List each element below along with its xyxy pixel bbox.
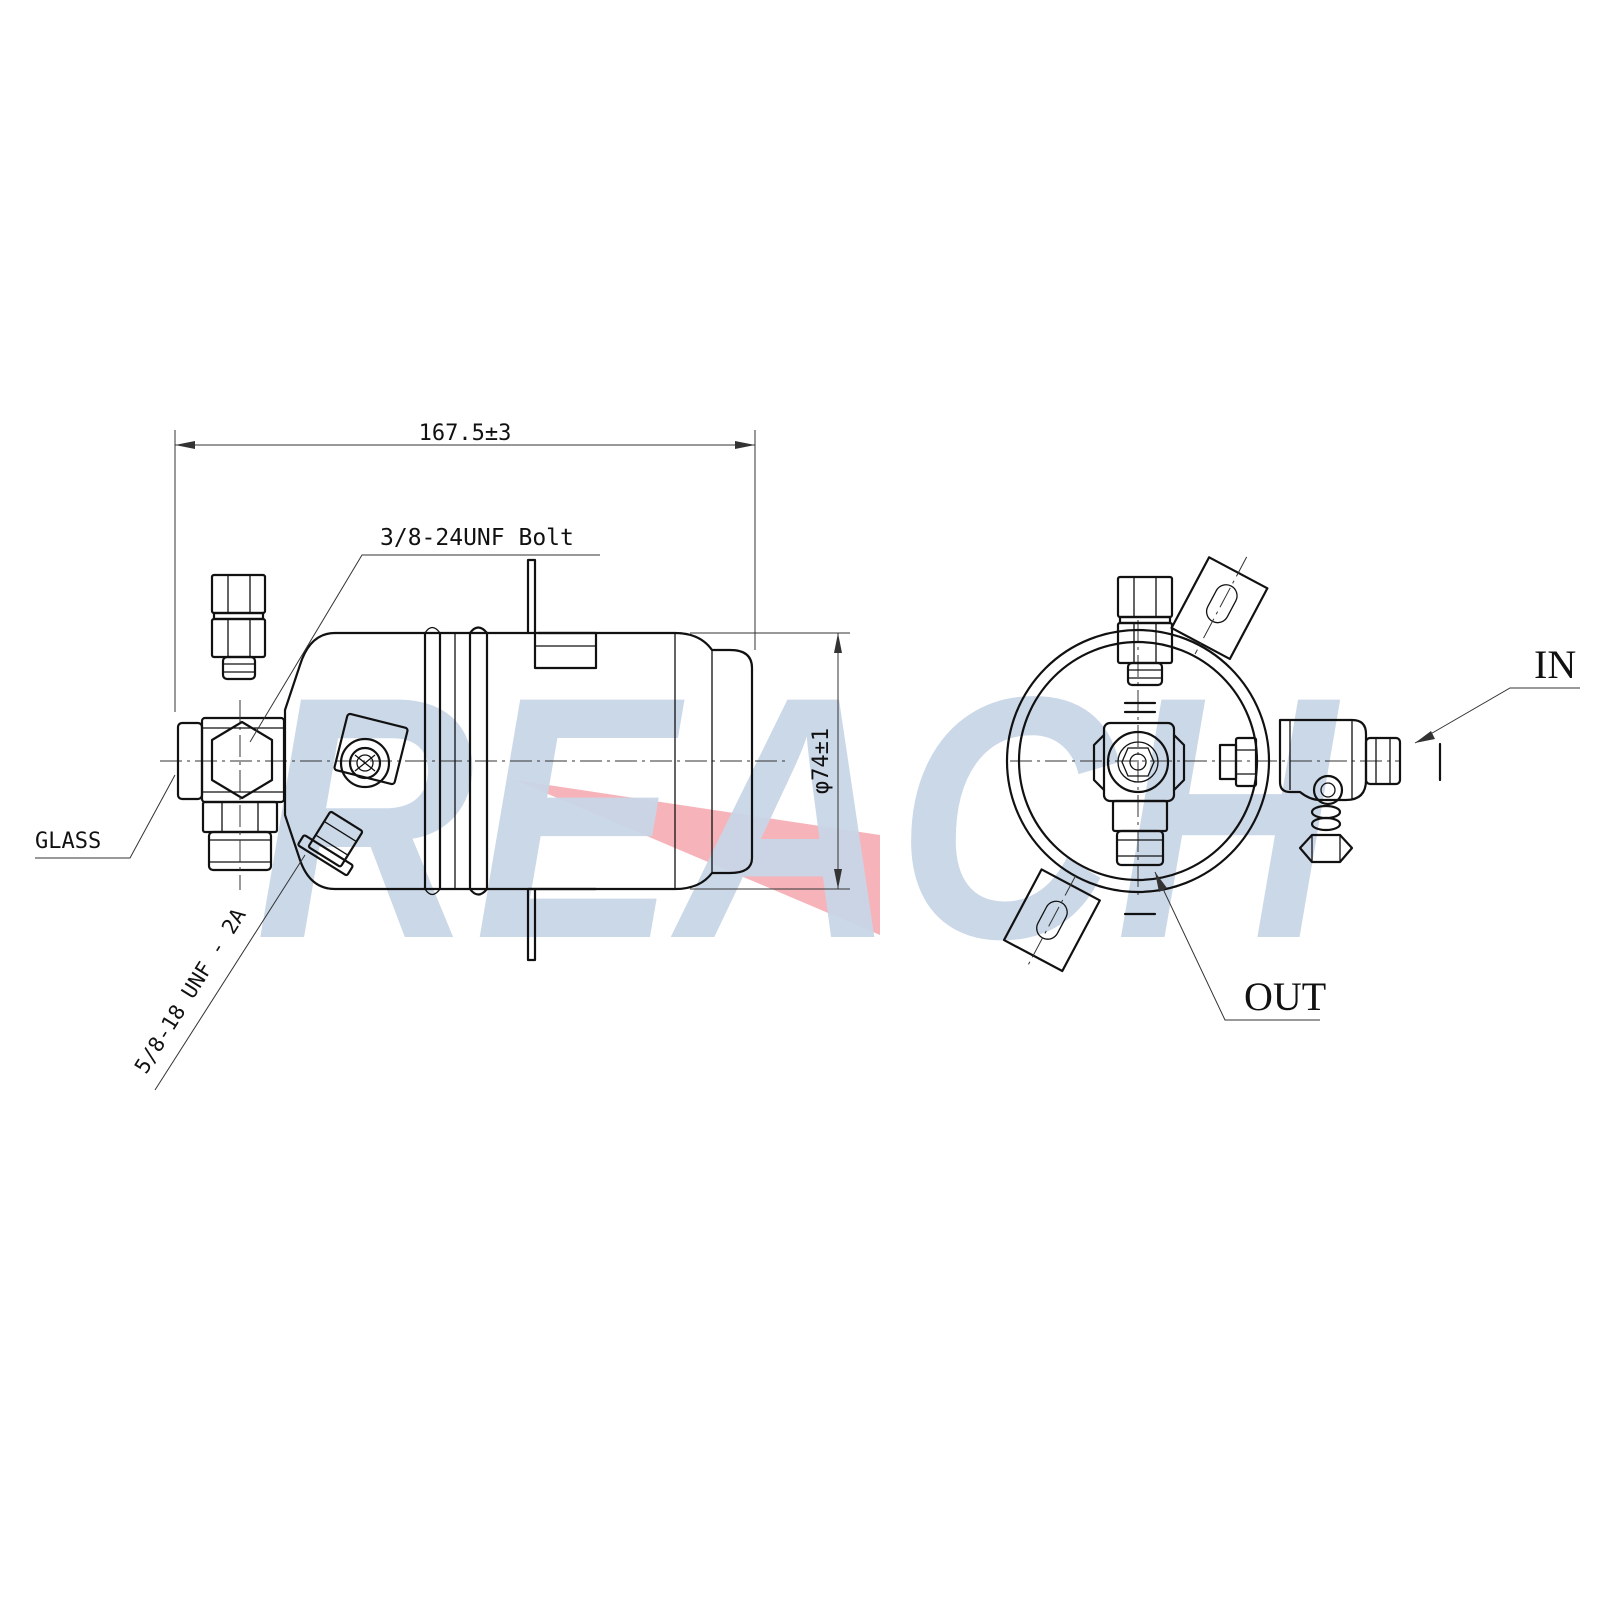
end-view-outer-ring [1005, 628, 1271, 894]
end-view: IN OUT [1002, 556, 1580, 1021]
length-dimension-label: 167.5±3 [419, 421, 512, 446]
cap-plug [210, 573, 267, 681]
outlet-leader: OUT [1154, 871, 1326, 1021]
glass-leader: GLASS [35, 774, 176, 859]
bolt-leader: 3/8-24UNF Bolt [249, 525, 600, 743]
end-view-side-stub [1218, 736, 1258, 788]
watermark-text: REACH [255, 626, 1343, 1011]
bracket-tab-lower [1002, 868, 1101, 973]
glass-label: GLASS [35, 829, 101, 854]
sight-glass-fitting [333, 712, 409, 789]
end-view-inlet-block [1278, 718, 1442, 864]
mounting-bracket [526, 558, 598, 670]
end-view-top-cap [1116, 575, 1174, 687]
diameter-dimension-label: φ74±1 [809, 728, 834, 794]
watermark-accent-triangle [515, 780, 880, 935]
left-fitting [176, 700, 286, 890]
diameter-dimension: φ74±1 [690, 632, 850, 890]
length-dimension: 167.5±3 [174, 421, 756, 712]
end-view-center-fitting [1092, 721, 1186, 867]
bolt-label: 3/8-24UNF Bolt [380, 525, 574, 551]
bracket-tab-upper [1170, 556, 1269, 661]
thread-label: 5/8-18 UNF - 2A [130, 904, 251, 1078]
switch-port-fitting [297, 810, 364, 877]
inlet-leader: IN [1414, 642, 1580, 744]
inlet-label: IN [1534, 642, 1576, 687]
outlet-label: OUT [1244, 974, 1326, 1019]
watermark: REACH [255, 626, 1343, 1011]
